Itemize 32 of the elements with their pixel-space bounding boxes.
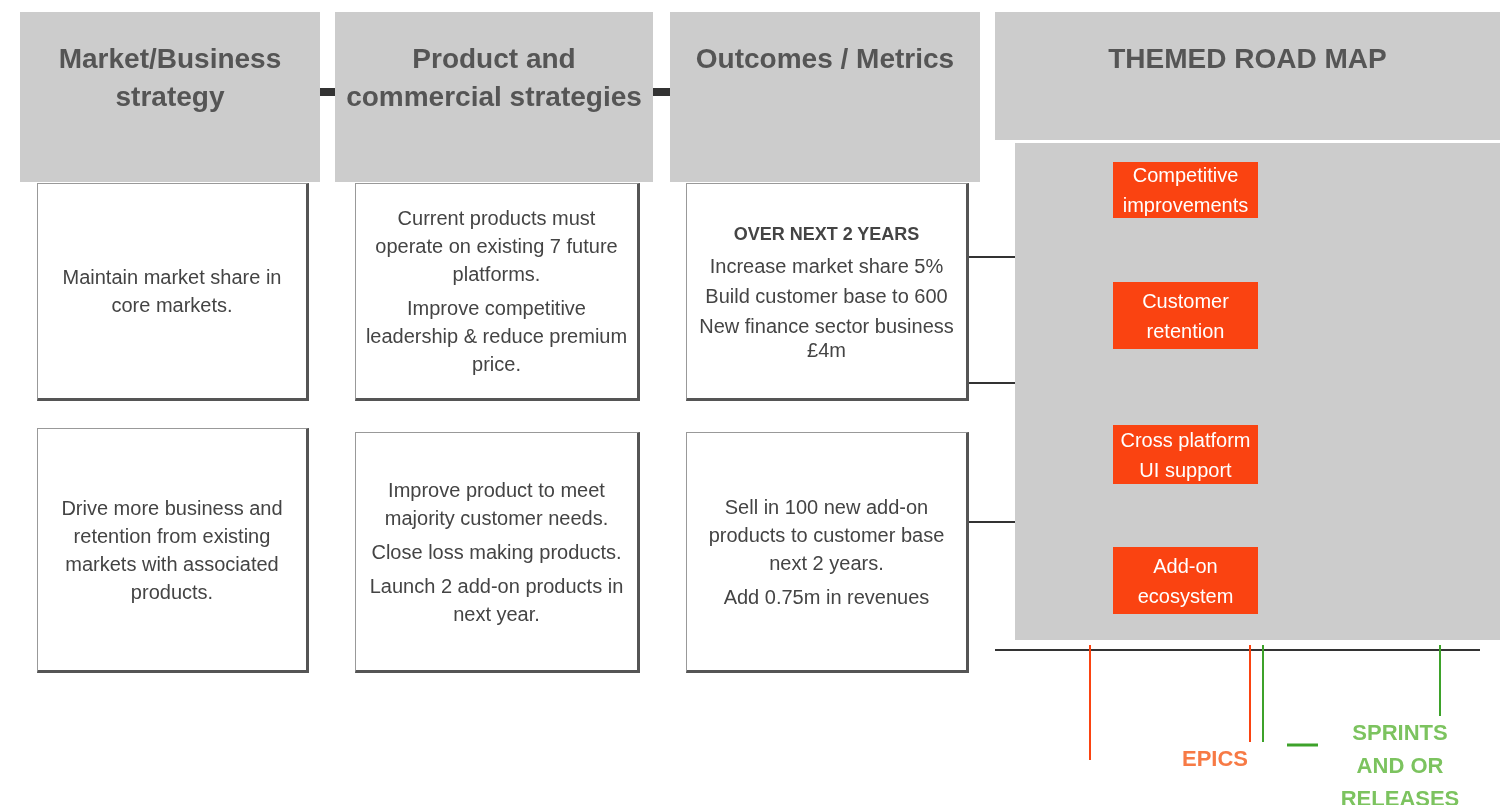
connector-line <box>320 88 335 96</box>
strategy-cell <box>686 183 969 401</box>
cell-text: Improve product to meet majority customer needs. <box>383 477 610 531</box>
connector-line <box>968 256 1016 258</box>
cell-text: Maintain market share in core markets. <box>61 265 283 318</box>
theme-box: Competitive improvements <box>1113 162 1258 218</box>
strategy-cell <box>686 432 969 673</box>
connector-line <box>968 521 1016 523</box>
column-header: Market/Business strategy <box>20 12 320 182</box>
strategy-cell <box>355 432 640 673</box>
connector-line <box>653 88 670 96</box>
cell-text: Close loss making products. <box>371 539 622 565</box>
cell-text: Build customer base to 600 <box>705 284 948 308</box>
strategy-cell <box>37 428 309 673</box>
strategy-cell <box>37 183 309 401</box>
strategy-cell <box>355 183 640 401</box>
cell-text: Improve competitive leadership & reduce premium price. <box>364 296 629 377</box>
column-header: Outcomes / Metrics <box>670 12 980 182</box>
theme-box: Cross platform UI support <box>1113 425 1258 484</box>
connector-line <box>968 382 1016 384</box>
cell-text: Sell in 100 new add-on products to customer base next 2 years. <box>707 494 946 576</box>
cell-text: Launch 2 add-on products in next year. <box>368 573 625 627</box>
cell-text: Current products must operate on existing 7 future platforms. <box>374 206 619 287</box>
cell-text: Drive more business and retention from existing markets with associated products. <box>60 495 284 605</box>
cell-text: OVER NEXT 2 YEARS <box>733 223 920 246</box>
theme-box: Add-on ecosystem <box>1113 547 1258 614</box>
cell-text: Increase market share 5% <box>709 254 944 278</box>
cell-text: Add 0.75m in revenues <box>723 584 930 610</box>
theme-box: Customer retention <box>1113 282 1258 349</box>
column-header: Product and commercial strategies <box>335 12 653 182</box>
column-header: THEMED ROAD MAP <box>995 12 1500 140</box>
cell-text: New finance sector business £4m <box>698 314 955 362</box>
